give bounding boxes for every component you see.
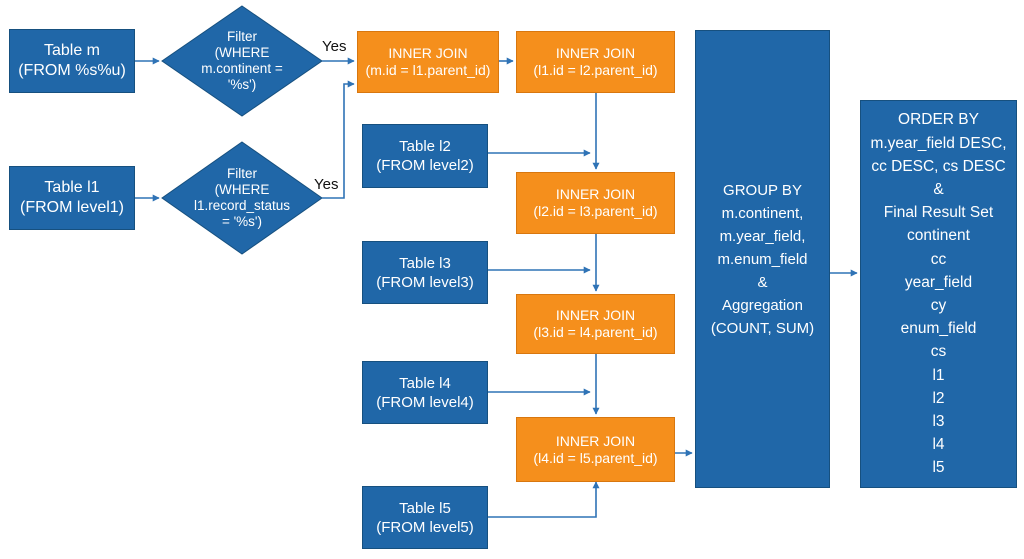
table-l4-line-1: Table l4 [399,374,451,392]
filter-l1-label: Filter (WHERE l1.record_status = '%s') [182,153,302,243]
table-l2-node: Table l2 (FROM level2) [362,124,488,188]
inner-join-2-node: INNER JOIN (l1.id = l2.parent_id) [516,31,675,93]
group-by-node: GROUP BY m.continent, m.year_field, m.en… [695,30,830,488]
group-by-line-6: Aggregation [722,296,803,314]
final-line-10: enum_field [900,320,977,338]
table-l4-line-2: (FROM level4) [376,393,474,411]
table-m-line-1: Table m [43,42,101,59]
table-l1-node: Table l1 (FROM level1) [9,166,135,230]
final-line-11: cs [930,343,947,361]
filter-m-diamond [161,5,323,117]
edge-filter-l1-join1 [322,80,355,199]
final-line-8: year_field [904,273,973,291]
final-line-9: cy [930,297,947,314]
group-by-line-1: GROUP BY [723,181,802,199]
inner-join-5-title: INNER JOIN [555,432,636,449]
inner-join-1-node: INNER JOIN (m.id = l1.parent_id) [357,31,499,93]
final-line-6: continent [907,227,970,245]
table-l5-line-1: Table l5 [399,499,451,517]
inner-join-2-condition: (l1.id = l2.parent_id) [533,62,658,78]
filter-l1-line-1: Filter [227,166,257,181]
group-by-line-5: & [757,273,768,291]
group-by-line-4: m.enum_field [717,250,808,268]
filter-m-line-4: '%s') [227,77,257,92]
final-line-13: l2 [932,389,945,407]
edge-table-l5-join [488,481,600,518]
filter-m-line-3: m.continent = [201,61,283,76]
inner-join-3-condition: (l2.id = l3.parent_id) [533,203,658,219]
group-by-line-7: (COUNT, SUM) [710,319,815,337]
filter-l1-line-2: (WHERE [214,182,270,197]
final-line-7: cc [930,250,947,268]
table-l3-node: Table l3 (FROM level3) [362,241,488,304]
table-l5-line-2: (FROM level5) [376,518,474,536]
final-line-16: l5 [932,459,945,477]
table-l5-node: Table l5 (FROM level5) [362,486,488,549]
table-m-line-2: (FROM %s%u) [18,62,126,79]
table-l1-line-1: Table l1 [44,179,100,196]
group-by-line-2: m.continent, [721,204,804,222]
table-l2-line-1: Table l2 [399,138,451,155]
filter-m-label: Filter (WHERE m.continent = '%s') [182,16,302,106]
final-line-15: l4 [932,436,945,454]
final-line-14: l3 [932,413,945,431]
table-l2-line-2: (FROM level2) [376,157,474,174]
filter-l1-diamond [161,141,323,255]
yes-label-m: Yes [322,38,347,55]
final-line-2: m.year_field DESC, [870,134,1007,152]
table-l1-line-2: (FROM level1) [19,199,124,216]
inner-join-5-node: INNER JOIN (l4.id = l5.parent_id) [516,417,675,482]
filter-l1-line-3: l1.record_status [193,198,291,213]
table-l4-node: Table l4 (FROM level4) [362,361,488,424]
inner-join-4-node: INNER JOIN (l3.id = l4.parent_id) [516,294,675,354]
final-result-node: ORDER BY m.year_field DESC, cc DESC, cs … [860,100,1017,488]
inner-join-4-condition: (l3.id = l4.parent_id) [533,324,658,340]
group-by-line-3: m.year_field, [719,227,806,245]
final-line-5: Final Result Set [883,204,994,222]
filter-m-line-2: (WHERE [214,45,270,60]
inner-join-3-title: INNER JOIN [555,186,636,202]
yes-label-l1: Yes [314,176,339,193]
table-l3-line-2: (FROM level3) [376,273,474,291]
inner-join-5-condition: (l4.id = l5.parent_id) [533,449,658,466]
filter-m-line-1: Filter [227,29,257,44]
inner-join-1-condition: (m.id = l1.parent_id) [365,62,491,78]
final-line-4: & [933,180,944,198]
final-line-3: cc DESC, cs DESC [871,157,1006,175]
final-line-12: l1 [932,366,945,384]
table-l3-line-1: Table l3 [399,254,451,272]
final-line-1: ORDER BY [898,111,979,129]
inner-join-3-node: INNER JOIN (l2.id = l3.parent_id) [516,172,675,234]
inner-join-4-title: INNER JOIN [555,307,636,323]
table-m-node: Table m (FROM %s%u) [9,29,135,93]
inner-join-2-title: INNER JOIN [555,45,636,61]
filter-l1-line-4: = '%s') [221,214,263,229]
inner-join-1-title: INNER JOIN [388,45,468,61]
